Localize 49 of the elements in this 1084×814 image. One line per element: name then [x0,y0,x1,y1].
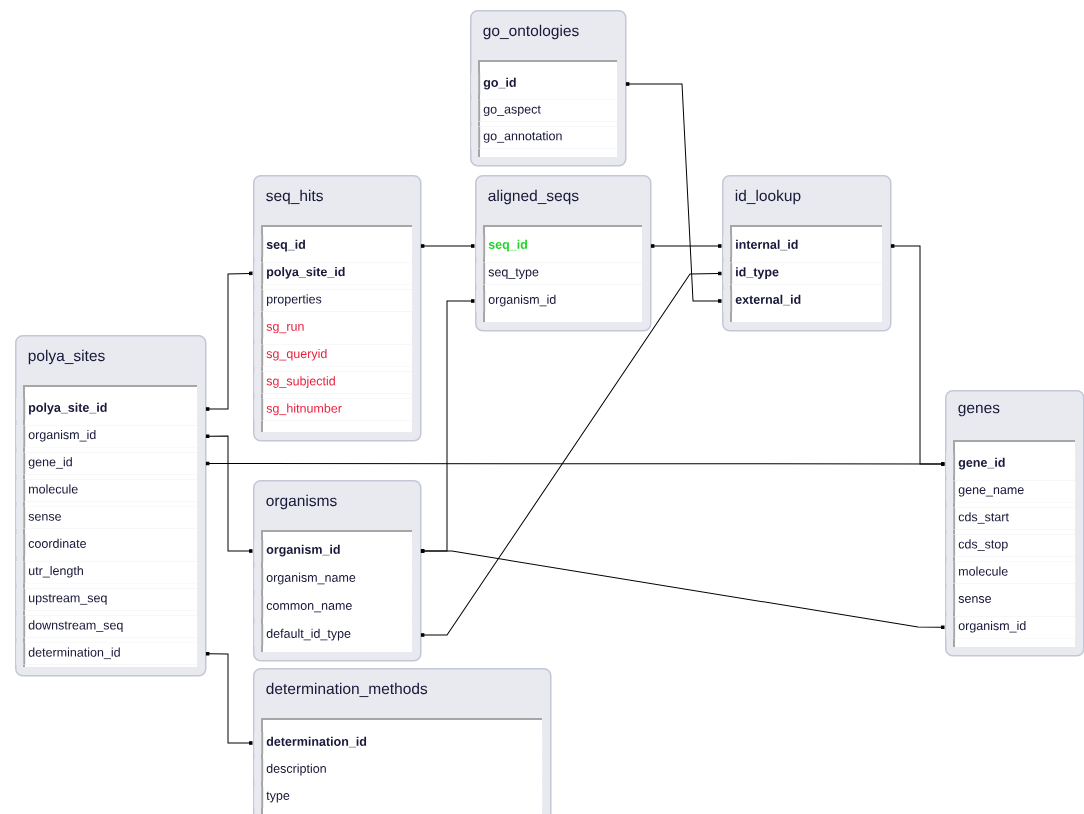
table-field: polya_site_id [254,262,420,285]
table-field: common_name [254,596,420,618]
table-field: seq_id [476,235,650,257]
table-field: organism_id [16,425,205,448]
table-field: gene_name [946,480,1083,503]
relationship-line [625,82,722,303]
table-field: external_id [723,290,890,312]
table-field: determination_id [254,732,550,754]
table-field: seq_type [476,262,650,285]
table-field: gene_id [16,452,205,475]
relationship-line [420,549,945,629]
relationship-line [205,434,253,553]
table-field: description [254,759,550,781]
relationship-line [205,652,253,745]
relationship-line [890,244,945,466]
table-field: sg_subjectid [254,371,420,394]
table-field: molecule [16,479,205,502]
table-field: sg_queryid [254,344,420,367]
relationship-line [650,244,722,248]
table-field: id_type [723,262,890,285]
table-field: type [254,786,550,808]
table-field: polya_site_id [16,398,205,420]
table-field: properties [254,289,420,312]
table-field: cds_stop [946,534,1083,557]
table-field: sense [16,506,205,529]
table-field: go_annotation [471,126,625,149]
table-field: upstream_seq [16,588,205,611]
table-field: molecule [946,561,1083,584]
relationship-line [420,271,722,637]
table-field: utr_length [16,561,205,584]
relationship-line [205,271,253,411]
table-field: internal_id [723,235,890,257]
table-field: seq_id [254,235,420,257]
table-field: organism_id [946,616,1083,639]
table-field: cds_start [946,507,1083,530]
table-field: go_aspect [471,99,625,122]
table-field: sg_run [254,316,420,339]
table-field: coordinate [16,534,205,556]
table-field: downstream_seq [16,615,205,638]
relationship-line [420,244,475,248]
table-field: sense [946,589,1083,611]
table-field: gene_id [946,453,1083,475]
table-field: default_id_type [254,624,420,646]
table-field: organism_id [254,540,420,562]
table-field: determination_id [16,642,205,665]
table-field: organism_name [254,568,420,590]
table-field: organism_id [476,290,650,312]
table-field: sg_hitnumber [254,398,420,421]
table-field: go_id [471,73,625,95]
